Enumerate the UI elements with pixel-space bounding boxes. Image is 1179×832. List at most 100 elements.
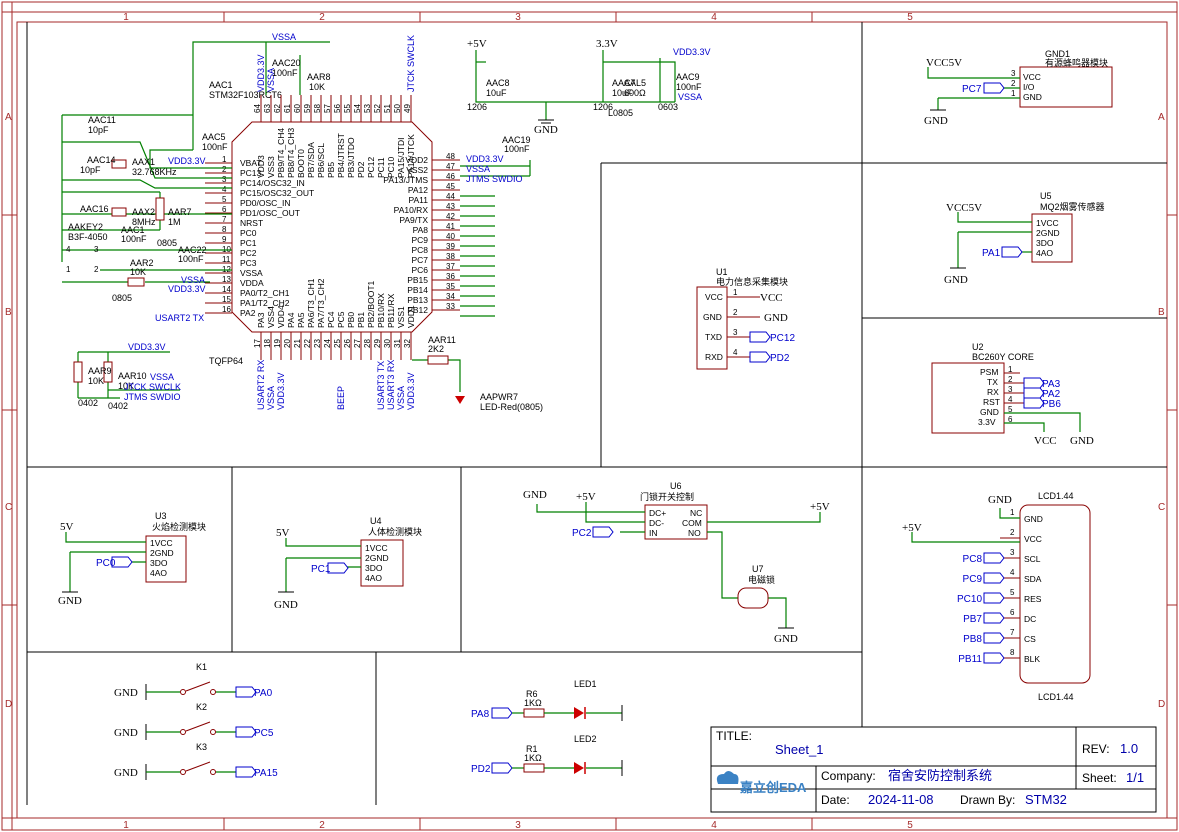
u2-pin: 3.3V	[978, 417, 996, 427]
power-section: +5V 3.3V AAC8 10uF 1206 AAC7 10uF 1206 A…	[467, 38, 711, 136]
mcu-pin-name: VSSA	[240, 268, 263, 278]
u6-title: 门锁开关控制	[640, 491, 694, 502]
mcu-pin-name: PC15/OSC32_OUT	[240, 188, 314, 198]
key-val: B3F-4050	[68, 232, 108, 242]
mq2-pin: 1VCC	[1036, 218, 1059, 228]
pkg-0402-a: 0402	[78, 398, 98, 408]
mcu-pin-no: 53	[363, 104, 372, 113]
net-flag	[491, 707, 513, 719]
mcu-pin-name: PA11	[408, 195, 428, 205]
mcu-pin-no: 55	[343, 104, 352, 113]
mcu-pin-name: PA10/RX	[394, 205, 429, 215]
net-flag	[327, 562, 349, 574]
mcu-pin-no: 2	[222, 165, 227, 174]
u3-title: 火焰检测模块	[152, 521, 206, 532]
buzzer-pin-no: 3	[1011, 69, 1016, 78]
mcu-top-net: VDD3.3V	[256, 54, 266, 92]
mcu-pin-no: 41	[446, 222, 455, 231]
c7-val: 10uF	[612, 88, 633, 98]
c11-ref: AAC11	[88, 115, 116, 125]
key-net: PA15	[254, 768, 278, 779]
mcu-pin-no: 21	[293, 339, 302, 348]
mcu-pin-no: 13	[222, 275, 231, 284]
u1-pin-no: 1	[733, 288, 738, 297]
mcu-pin-name: PA12	[408, 185, 428, 195]
lcd-pin-name: DC	[1024, 614, 1036, 624]
u1-pin: RXD	[705, 352, 723, 362]
mcu-pin-name: PA9/TX	[399, 215, 428, 225]
net-flag	[235, 726, 257, 738]
u1-pin: GND	[703, 312, 722, 322]
u2-pin: PSM	[980, 367, 998, 377]
mcu-pin-no: 30	[383, 339, 392, 348]
lcd-net: PB7	[963, 614, 982, 625]
c20-ref: AAC20	[272, 58, 301, 68]
c11-val: 10pF	[88, 125, 109, 135]
led-pwr-ref: AAPWR7	[480, 392, 518, 402]
net-jtms: JTMS SWDIO	[466, 174, 523, 184]
u1-pin: VCC	[705, 292, 723, 302]
key-net: PA0	[254, 688, 273, 699]
net-swdio: JTMS SWDIO	[124, 392, 181, 402]
u4-pin: 3DO	[365, 563, 383, 573]
u6-pin: IN	[649, 528, 658, 538]
lcd-net: PB8	[963, 634, 982, 645]
net-vssa-pwr: VSSA	[678, 92, 702, 102]
net-flag	[235, 686, 257, 698]
mcu-pin-name: PC13	[240, 168, 262, 178]
mcu-pin-name: PA13/JTMS	[383, 175, 428, 185]
pwr-gnd: GND	[944, 274, 968, 286]
zone-ruler-right: A B C D	[1158, 112, 1177, 710]
mcu-pin-name: PC0	[240, 228, 257, 238]
net-flag	[749, 331, 771, 343]
mcu-pin-name: PC14/OSC32_IN	[240, 178, 305, 188]
mcu-pin-no: 52	[373, 104, 382, 113]
lcd-ref-bottom: LCD1.44	[1038, 692, 1074, 702]
zone-num: 2	[319, 12, 325, 23]
switch-contact	[180, 729, 186, 735]
lcd-net: PB11	[958, 654, 982, 665]
key-pin-1: 1	[66, 265, 71, 274]
mcu-pin-name: PB10/RX	[376, 293, 386, 328]
net-pc12: PC12	[770, 333, 795, 344]
tb-sheet-label: Sheet:	[1082, 771, 1117, 785]
mcu-pin-no: 36	[446, 272, 455, 281]
c22-val: 100nF	[178, 254, 204, 264]
tb-date-label: Date:	[821, 793, 850, 807]
pwr-gnd: GND	[523, 489, 547, 501]
c14-ref: AAC14	[87, 155, 116, 165]
mcu-pin-name: PA5	[296, 312, 306, 328]
tb-title: Sheet_1	[775, 742, 823, 757]
net-vssa-top: VSSA	[272, 32, 296, 42]
mcu-pin-no: 28	[363, 339, 372, 348]
net-flag	[983, 82, 1005, 94]
net-pc0: PC0	[96, 558, 116, 569]
mcu-pin-no: 49	[403, 104, 412, 113]
zone-letter: B	[1158, 307, 1165, 318]
resistor-r9	[73, 361, 83, 383]
mcu-pin-name: PC1	[240, 238, 257, 248]
mcu-pin-no: 3	[222, 175, 227, 184]
c9-ref: AAC9	[676, 72, 700, 82]
mcu-bottom-net: USART3 TX	[376, 361, 386, 410]
led-pwr-val: LED-Red(0805)	[480, 402, 543, 412]
u2-pin-no: 5	[1008, 405, 1013, 414]
mcu-pin-name: PA0/T2_CH1	[240, 288, 290, 298]
u6-module: U6 门锁开关控制 DC+ DC- IN NC COM NO GND +5V +…	[523, 481, 830, 645]
mcu-pin-no: 56	[333, 104, 342, 113]
x1-ref: AAX1	[132, 157, 155, 167]
resistor-r10	[103, 361, 113, 383]
mcu-pin-no: 34	[446, 292, 455, 301]
mcu-pin-no: 62	[273, 104, 282, 113]
zone-letter: D	[1158, 699, 1165, 710]
r9-ref: AAR9	[88, 366, 112, 376]
net-flag	[491, 762, 513, 774]
switch-lever	[185, 721, 211, 732]
c9-pkg: 0603	[658, 102, 678, 112]
mcu-pin-no: 59	[303, 104, 312, 113]
key-ref: K3	[196, 742, 207, 752]
title-block: TITLE: Sheet_1 REV: 1.0 嘉立创EDA Company: …	[710, 726, 1157, 813]
mcu-pin-no: 1	[222, 155, 227, 164]
mcu-pin-no: 4	[222, 185, 227, 194]
